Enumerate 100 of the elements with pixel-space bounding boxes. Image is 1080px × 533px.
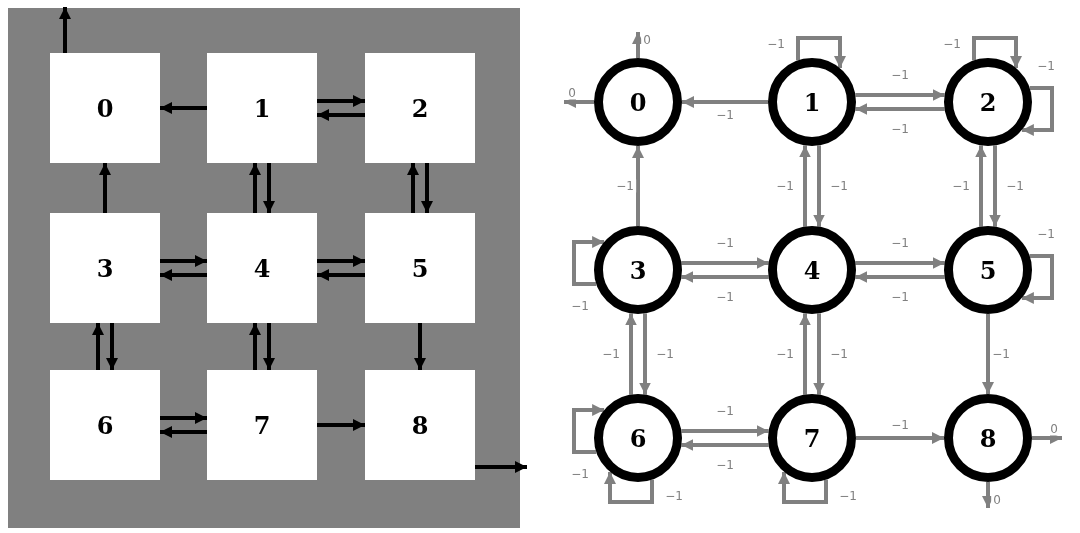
edge-label: −1	[950, 179, 972, 193]
arrow	[982, 482, 994, 508]
arrow	[778, 471, 828, 504]
arrow	[682, 96, 768, 108]
arrow	[317, 269, 365, 281]
arrow	[160, 269, 207, 281]
edge-label: −1	[774, 179, 796, 193]
maze-room: 6	[50, 370, 160, 480]
arrow	[625, 313, 637, 395]
arrow	[99, 163, 111, 213]
arrow	[989, 145, 1001, 227]
state-circle: 5	[944, 226, 1032, 314]
edge-label: −1	[828, 347, 850, 361]
edge-label: −1	[990, 347, 1012, 361]
edge-label: −1	[714, 458, 736, 472]
arrow	[799, 313, 811, 395]
arrow	[263, 323, 275, 370]
edge-label: −1	[828, 179, 850, 193]
edge-label: 0	[566, 86, 578, 100]
edge-label: −1	[1004, 179, 1026, 193]
arrow	[317, 95, 365, 107]
arrow	[317, 109, 365, 121]
arrow	[982, 314, 994, 394]
arrow	[855, 257, 945, 269]
edge-label: −1	[837, 489, 859, 503]
edge-label: −1	[941, 37, 963, 51]
arrow	[632, 146, 644, 226]
arrow	[249, 323, 261, 370]
edge-label: −1	[714, 236, 736, 250]
state-circle: 1	[768, 58, 856, 146]
arrow	[632, 32, 644, 58]
edge-label: −1	[889, 290, 911, 304]
edge-label: −1	[889, 418, 911, 432]
edge-label: 0	[991, 493, 1003, 507]
edge-label: −1	[889, 122, 911, 136]
edge-label: 0	[1048, 422, 1060, 436]
edge-label: −1	[569, 299, 591, 313]
arrow	[160, 255, 207, 267]
arrow	[249, 163, 261, 213]
state-circle: 2	[944, 58, 1032, 146]
arrow	[681, 271, 769, 283]
arrow	[317, 255, 365, 267]
arrow	[972, 36, 1022, 69]
edge-label: −1	[654, 347, 676, 361]
edge-label: −1	[889, 236, 911, 250]
edge-label: 0	[641, 33, 653, 47]
maze-room: 1	[207, 53, 317, 163]
state-circle: 8	[944, 394, 1032, 482]
arrow	[317, 419, 365, 431]
arrow	[813, 313, 825, 395]
arrow	[604, 471, 654, 504]
maze-room: 7	[207, 370, 317, 480]
arrow	[975, 145, 987, 227]
edge-label: −1	[1035, 59, 1057, 73]
arrow	[681, 257, 769, 269]
arrow	[421, 163, 433, 213]
edge-label: −1	[714, 108, 736, 122]
maze-room: 8	[365, 370, 475, 480]
edge-label: −1	[765, 37, 787, 51]
state-circle: 4	[768, 226, 856, 314]
arrow	[855, 271, 945, 283]
arrow	[639, 313, 651, 395]
maze-room: 4	[207, 213, 317, 323]
arrow	[572, 236, 605, 286]
edge-label: −1	[714, 404, 736, 418]
arrow	[1021, 86, 1054, 136]
state-circle: 7	[768, 394, 856, 482]
edge-label: −1	[600, 347, 622, 361]
maze-room: 3	[50, 213, 160, 323]
maze-room: 0	[50, 53, 160, 163]
edge-label: −1	[714, 290, 736, 304]
state-circle: 0	[594, 58, 682, 146]
arrow	[160, 426, 207, 438]
maze-room: 2	[365, 53, 475, 163]
arrow	[855, 89, 945, 101]
arrow	[160, 412, 207, 424]
arrow	[475, 461, 527, 473]
maze-floor-plan	[8, 8, 520, 528]
arrow	[855, 103, 945, 115]
edge-label: −1	[569, 467, 591, 481]
arrow	[92, 323, 104, 370]
arrow	[1021, 254, 1054, 304]
arrow	[856, 432, 944, 444]
edge-label: −1	[774, 347, 796, 361]
arrow	[263, 163, 275, 213]
edge-label: −1	[1035, 227, 1057, 241]
maze-room: 5	[365, 213, 475, 323]
arrow	[59, 7, 71, 53]
edge-label: −1	[889, 68, 911, 82]
arrow	[407, 163, 419, 213]
arrow	[681, 425, 769, 437]
arrow	[799, 145, 811, 227]
arrow	[681, 439, 769, 451]
state-circle: 6	[594, 394, 682, 482]
arrow	[160, 102, 207, 114]
arrow	[572, 404, 605, 454]
state-circle: 3	[594, 226, 682, 314]
arrow	[796, 36, 846, 69]
arrow	[414, 323, 426, 370]
edge-label: −1	[663, 489, 685, 503]
